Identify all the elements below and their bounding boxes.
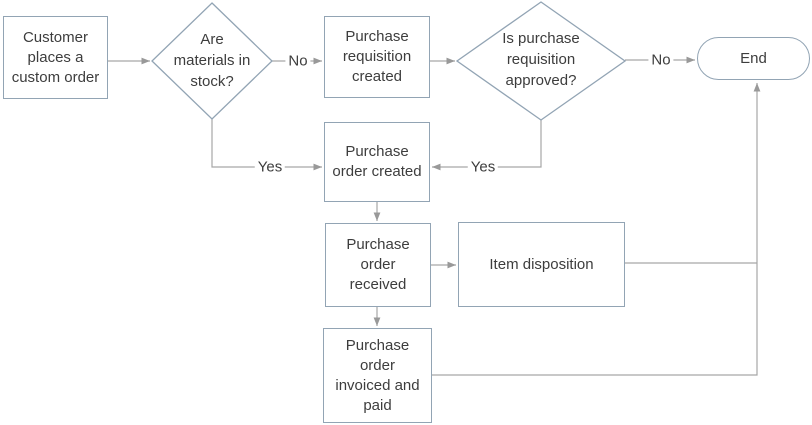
node-purchase-order-received: Purchase order received xyxy=(325,223,431,307)
node-end: End xyxy=(697,37,810,80)
node-item-disposition: Item disposition xyxy=(458,222,625,307)
node-purchase-order-invoiced-paid-label: Purchase order invoiced and paid xyxy=(335,336,420,414)
node-end-label: End xyxy=(740,49,767,67)
node-start: Customer places a custom order xyxy=(3,16,108,99)
node-purchase-order-created-label: Purchase order created xyxy=(332,143,422,180)
node-item-disposition-label: Item disposition xyxy=(489,255,594,273)
node-purchase-requisition-created-label: Purchase requisition created xyxy=(342,28,412,85)
node-requisition-approved-label: Is purchase requisition approved? xyxy=(502,30,580,89)
node-purchase-order-created: Purchase order created xyxy=(324,122,430,202)
edge-label-materials-yes: Yes xyxy=(254,158,286,176)
node-purchase-requisition-created: Purchase requisition created xyxy=(324,16,430,98)
edge-label-approved-yes: Yes xyxy=(467,158,499,176)
node-purchase-order-received-label: Purchase order received xyxy=(346,236,410,293)
edge-label-materials-no: No xyxy=(285,52,311,70)
edge-label-approved-no: No xyxy=(648,51,674,69)
node-materials-in-stock-label: Are materials in stock? xyxy=(173,31,251,90)
node-start-label: Customer places a custom order xyxy=(11,28,100,86)
node-purchase-order-invoiced-paid: Purchase order invoiced and paid xyxy=(323,328,432,423)
